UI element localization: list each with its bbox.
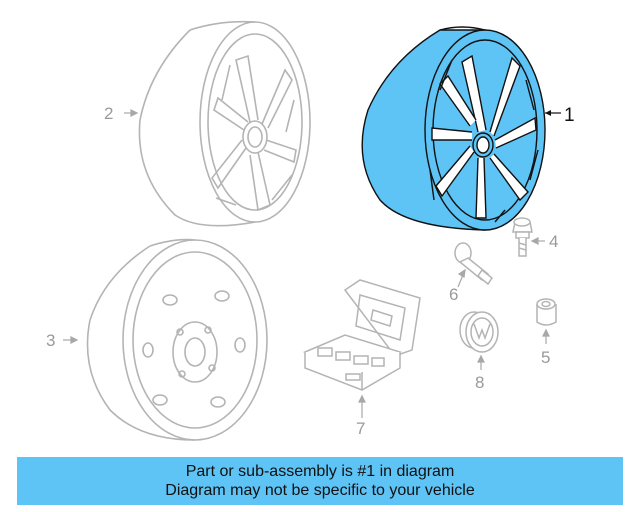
callout-5[interactable]: 5	[541, 348, 551, 367]
wheel-part-3[interactable]	[86, 238, 268, 441]
callout-6[interactable]: 6	[449, 285, 459, 304]
info-banner: Part or sub-assembly is #1 in diagram Di…	[17, 457, 623, 505]
callout-7[interactable]: 7	[356, 419, 366, 438]
callout-8[interactable]: 8	[475, 373, 485, 392]
callout-1[interactable]: 1	[564, 105, 575, 126]
wheel-part-1[interactable]	[361, 26, 561, 231]
valve-part-6[interactable]	[454, 242, 494, 286]
leader-lines	[63, 109, 550, 418]
center-cap-part-8[interactable]	[459, 311, 499, 353]
callout-2[interactable]: 2	[104, 104, 114, 123]
banner-line-2: Diagram may not be specific to your vehi…	[165, 482, 475, 499]
leader-line-1	[545, 110, 551, 116]
bolt-part-4[interactable]	[512, 217, 533, 257]
callout-4[interactable]: 4	[549, 232, 559, 251]
toolkit-part-7[interactable]	[302, 279, 421, 391]
nut-part-5[interactable]	[536, 298, 557, 326]
banner-line-1: Part or sub-assembly is #1 in diagram	[185, 463, 455, 480]
wheel-part-2[interactable]	[138, 20, 311, 227]
callout-3[interactable]: 3	[46, 331, 56, 350]
